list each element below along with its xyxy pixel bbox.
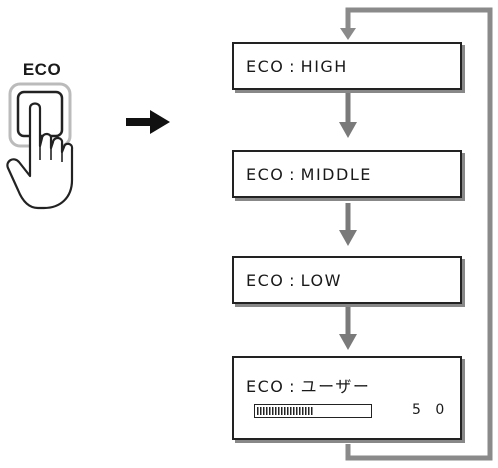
mode-label: ECO : ユーザー bbox=[246, 377, 371, 396]
eco-button-label: ECO bbox=[22, 60, 62, 79]
loop-back-arrow-icon bbox=[340, 7, 493, 461]
right-arrow-icon bbox=[126, 110, 170, 134]
mode-box-middle: ECO : MIDDLE bbox=[232, 150, 462, 198]
mode-label: ECO : MIDDLE bbox=[246, 165, 372, 184]
mode-box-high: ECO : HIGH bbox=[232, 42, 462, 90]
mode-label: ECO : HIGH bbox=[246, 57, 348, 76]
hand-pressing-button-icon bbox=[6, 82, 74, 210]
mode-label: ECO : LOW bbox=[246, 271, 342, 290]
down-arrow-icon bbox=[339, 203, 357, 246]
down-arrow-icon bbox=[339, 93, 357, 138]
mode-box-user: ECO : ユーザー 5 0 bbox=[232, 356, 462, 440]
user-level-value: 5 0 bbox=[412, 402, 450, 418]
mode-box-low: ECO : LOW bbox=[232, 256, 462, 304]
user-level-fill bbox=[257, 407, 313, 415]
down-arrow-icon bbox=[339, 307, 357, 350]
user-level-bar bbox=[254, 404, 372, 418]
